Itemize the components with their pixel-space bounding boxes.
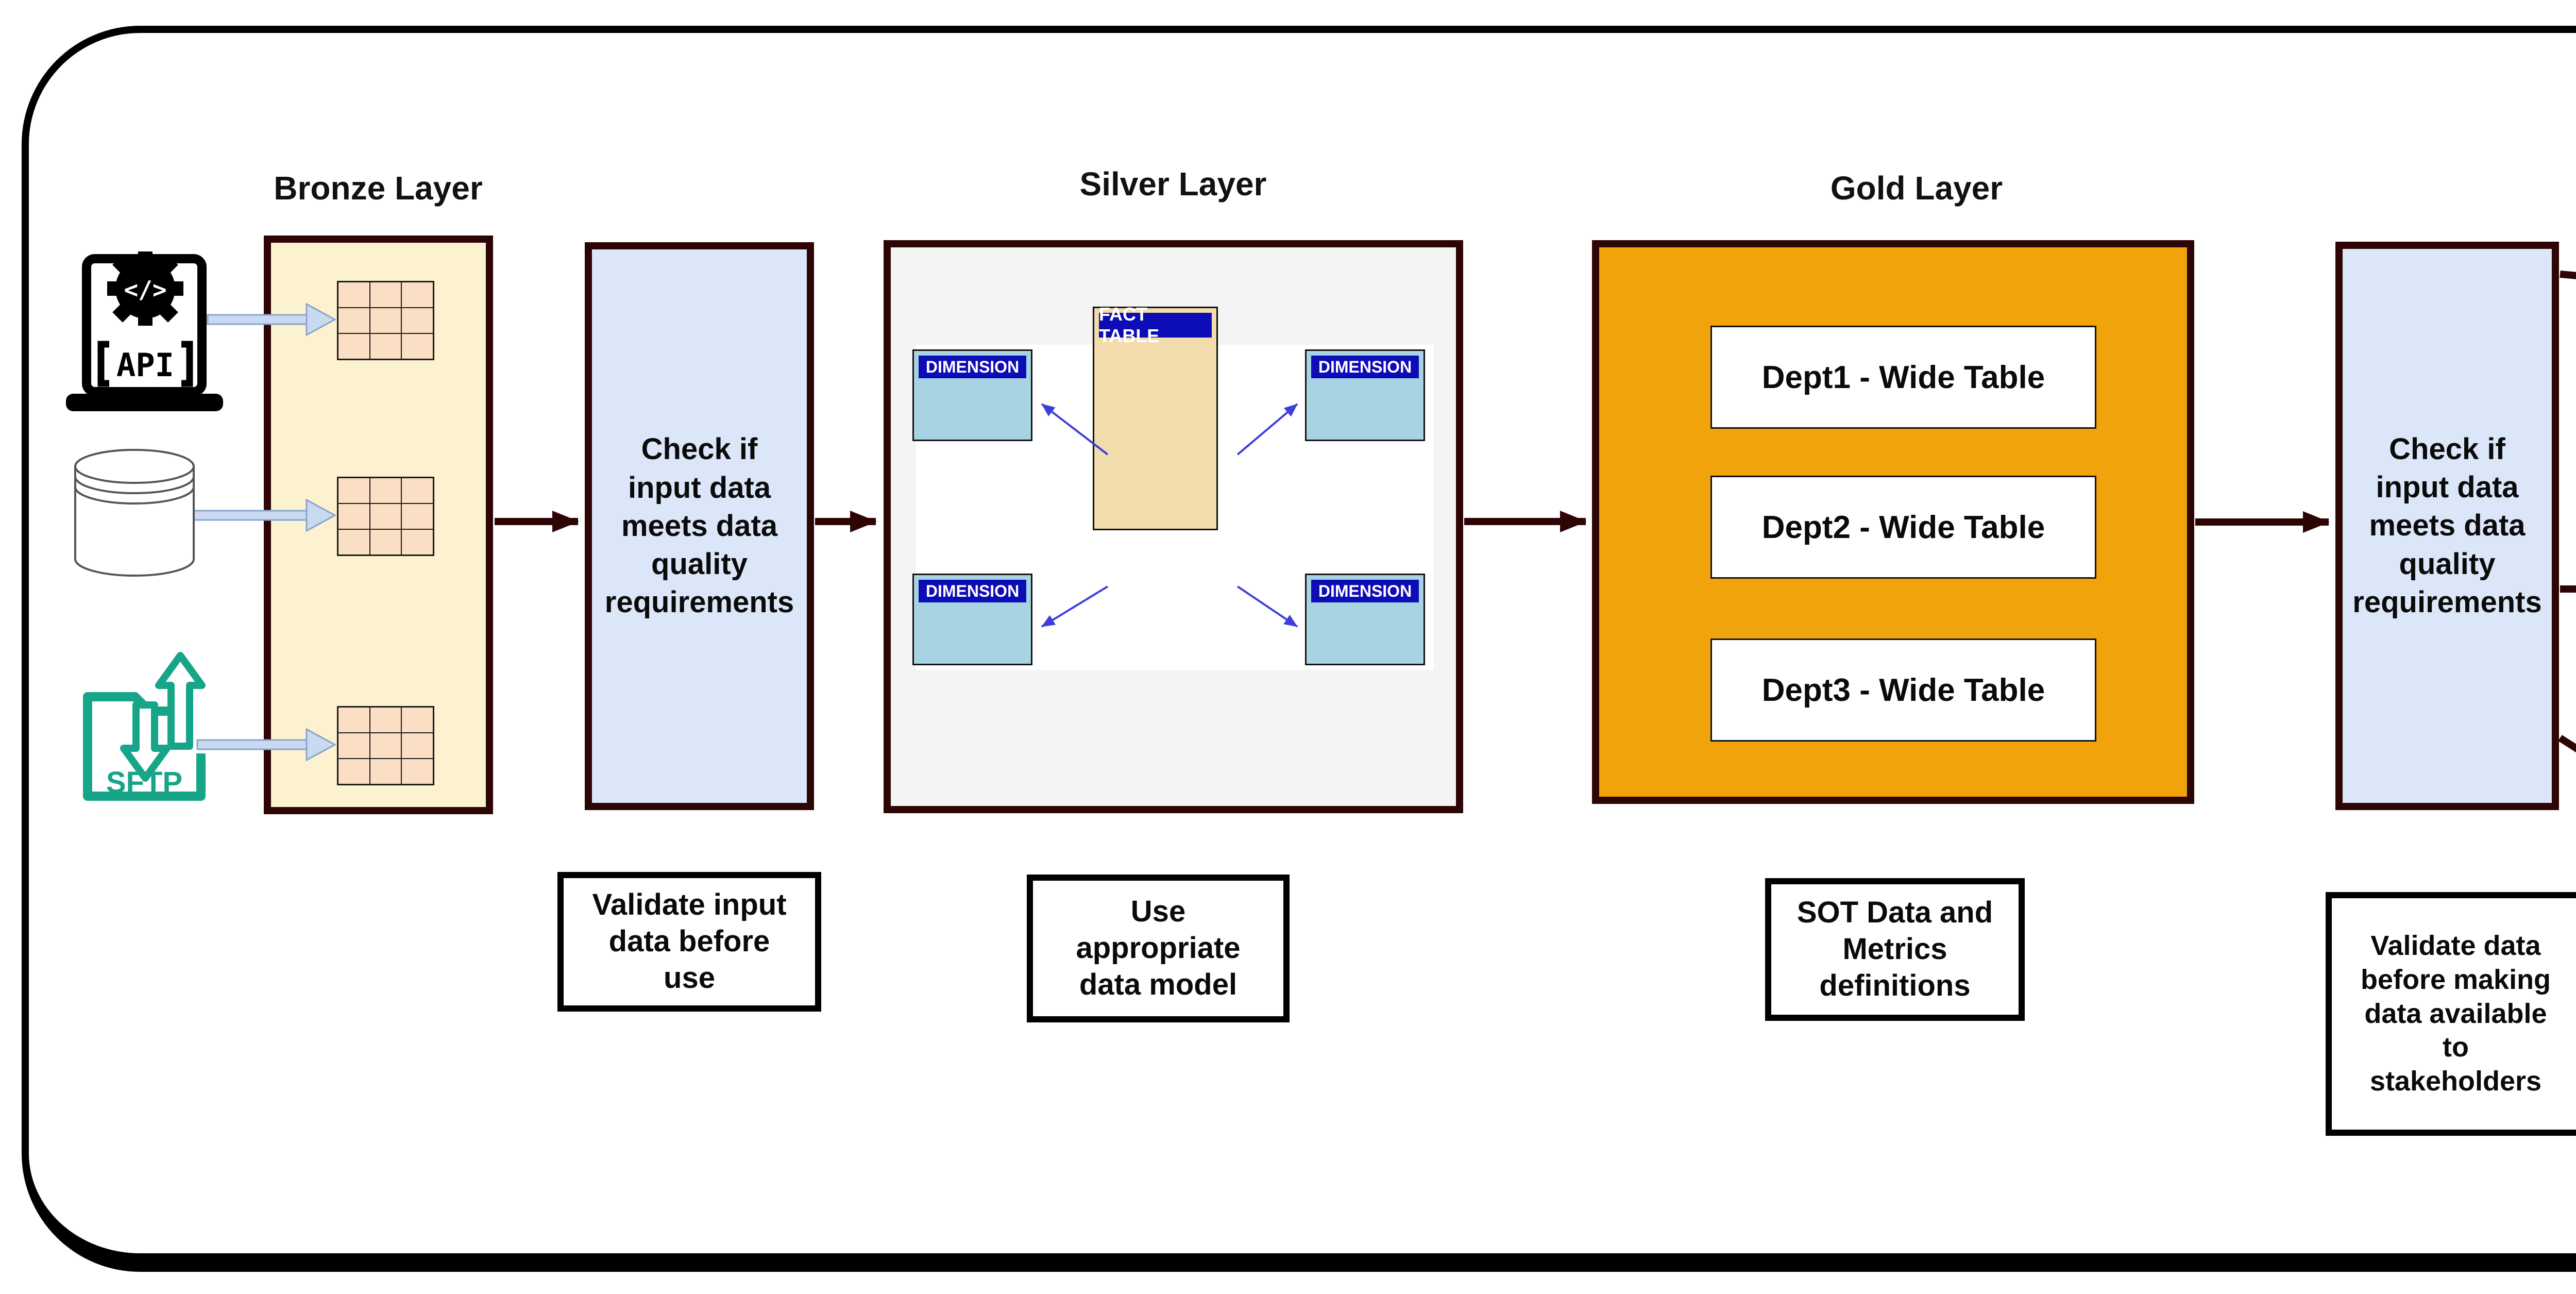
fact-table-header: FACT TABLE: [1099, 304, 1212, 346]
dimension-table: DIMENSION: [912, 349, 1032, 441]
dimension-header: DIMENSION: [1311, 580, 1419, 602]
note-validate-input: Validate input data before use: [557, 872, 821, 1012]
silver-layer-title: Silver Layer: [1079, 165, 1267, 203]
gold-layer-box: Dept1 - Wide Table Dept2 - Wide Table De…: [1592, 240, 2194, 804]
table-grid: [337, 477, 434, 556]
fact-table: FACT TABLE: [1093, 304, 1218, 530]
dimension-table: DIMENSION: [1305, 574, 1425, 665]
table-grid: [337, 706, 434, 785]
dimension-table: DIMENSION: [912, 574, 1032, 665]
diagram-outer-border: [22, 26, 2576, 1272]
quality-check-box-1: Check if input data meets data quality r…: [585, 242, 814, 810]
table-grid: [337, 281, 434, 360]
note-sot-metrics: SOT Data and Metrics definitions: [1765, 878, 2025, 1021]
bronze-layer-title: Bronze Layer: [274, 170, 483, 207]
silver-layer-box: DIMENSION DIMENSION DIMENSION DIMENSION …: [884, 240, 1463, 813]
dimension-table: DIMENSION: [1305, 349, 1425, 441]
dimension-header: DIMENSION: [919, 356, 1026, 378]
note-data-model: Use appropriate data model: [1027, 875, 1290, 1022]
dimension-header: DIMENSION: [1311, 356, 1419, 378]
wide-table-dept1: Dept1 - Wide Table: [1710, 326, 2096, 429]
note-validate-stakeholders: Validate data before making data availab…: [2326, 892, 2576, 1136]
bronze-layer-box: [264, 236, 493, 814]
wide-table-dept3: Dept3 - Wide Table: [1710, 638, 2096, 742]
gold-layer-title: Gold Layer: [1830, 170, 2003, 207]
wide-table-dept2: Dept2 - Wide Table: [1710, 476, 2096, 579]
dimension-header: DIMENSION: [919, 580, 1026, 602]
quality-check-box-2: Check if input data meets data quality r…: [2335, 242, 2559, 810]
